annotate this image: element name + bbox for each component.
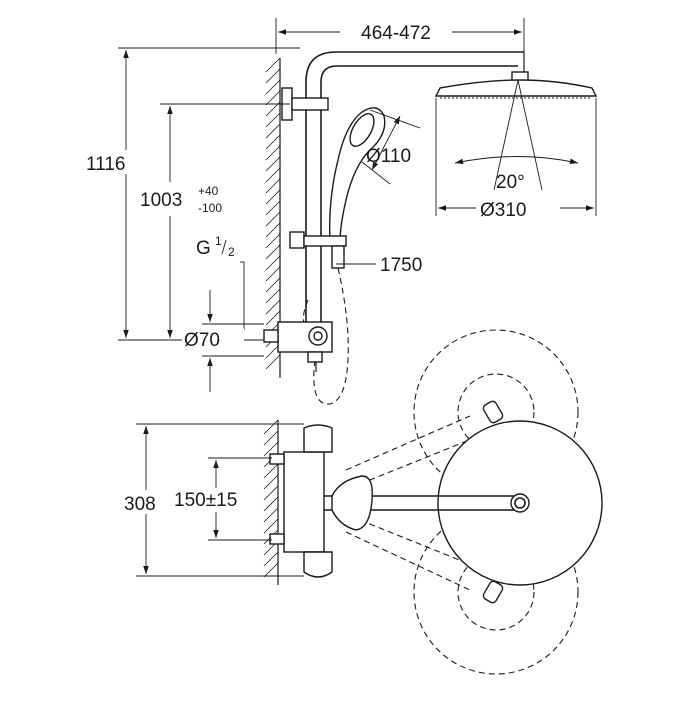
top-view: 308 150±15 [124, 329, 603, 675]
hatch-line [265, 123, 281, 139]
wall-top [263, 419, 279, 585]
hatch-line [265, 277, 281, 293]
hatch-line [265, 354, 281, 370]
hatch-line [265, 288, 281, 304]
dim-overall-height: 1116 [86, 47, 300, 341]
hatch-line [263, 441, 279, 457]
mixer-height-tol-plus: +40 [198, 184, 219, 198]
hatch-line [265, 156, 281, 172]
thread-letter: G [196, 238, 211, 259]
side-view: 464-472 1116 1003 +40 -100 G 1 2 [86, 18, 598, 405]
hatch-line [265, 233, 281, 249]
hatch-line [263, 485, 279, 501]
hatch-line [263, 463, 279, 479]
dim-mixer-length: 308 [124, 423, 304, 577]
overall-height-label: 1116 [86, 154, 125, 175]
hose-length: 1750 [336, 255, 422, 276]
swing-heads [482, 400, 530, 604]
hatch-line [263, 518, 279, 534]
slide-holder [289, 231, 347, 269]
hatch-line [265, 112, 281, 128]
mixer-length-label: 308 [124, 494, 156, 515]
hatch-line [265, 211, 281, 227]
dim-inlet-spacing: 150±15 [172, 457, 272, 541]
hatch-line [265, 299, 281, 315]
hose-length-label: 1750 [380, 255, 422, 276]
hatch-line [265, 200, 281, 216]
wall-hatching-top [263, 419, 279, 578]
head-angle-label: 20° [496, 172, 525, 193]
dim-arm-length: 464-472 [275, 18, 525, 54]
dim-mixer-height: 1003 +40 -100 [136, 103, 290, 338]
hatch-line [263, 507, 279, 523]
hatch-line [265, 255, 281, 271]
mixer-height-tol-minus: -100 [198, 201, 222, 215]
dim-head-diameter: Ø310 [438, 196, 594, 221]
thread-den: 2 [228, 245, 235, 259]
hatch-line [265, 266, 281, 282]
hatch-line [265, 90, 281, 106]
arm-length-label: 464-472 [361, 23, 431, 44]
dim-wall-diameter: Ø70 [182, 290, 264, 392]
shower-arm [305, 51, 529, 88]
hatch-line [265, 134, 281, 150]
hatch-line [265, 222, 281, 238]
thread-label: G 1 2 [196, 234, 245, 330]
hatch-line [265, 310, 281, 326]
mixer-top [269, 424, 333, 578]
mixer-side [263, 321, 333, 372]
hatch-line [263, 562, 279, 578]
riser-pipe [305, 88, 322, 322]
inlet-spacing-label: 150±15 [174, 490, 237, 511]
hand-shower-top [331, 475, 373, 531]
mixer-height-main: 1003 [140, 190, 182, 211]
hatch-line [265, 167, 281, 183]
head-shower [434, 79, 598, 216]
hand-shower [328, 107, 421, 243]
hatch-line [265, 145, 281, 161]
hatch-line [265, 68, 281, 84]
hatch-line [263, 419, 279, 435]
hatch-line [263, 496, 279, 512]
hatch-line [265, 79, 281, 95]
hatch-line [265, 189, 281, 205]
head-diameter-label: Ø310 [480, 200, 526, 221]
hose [302, 267, 349, 405]
hatch-line [263, 474, 279, 490]
hatch-line [263, 551, 279, 567]
hatch-line [265, 178, 281, 194]
hatch-line [265, 244, 281, 260]
hatch-line [263, 430, 279, 446]
wall-diameter-label: Ø70 [184, 330, 220, 351]
thread-num: 1 [215, 234, 222, 248]
hatch-line [265, 57, 281, 73]
hand-shower-diameter-label: Ø110 [366, 146, 411, 167]
